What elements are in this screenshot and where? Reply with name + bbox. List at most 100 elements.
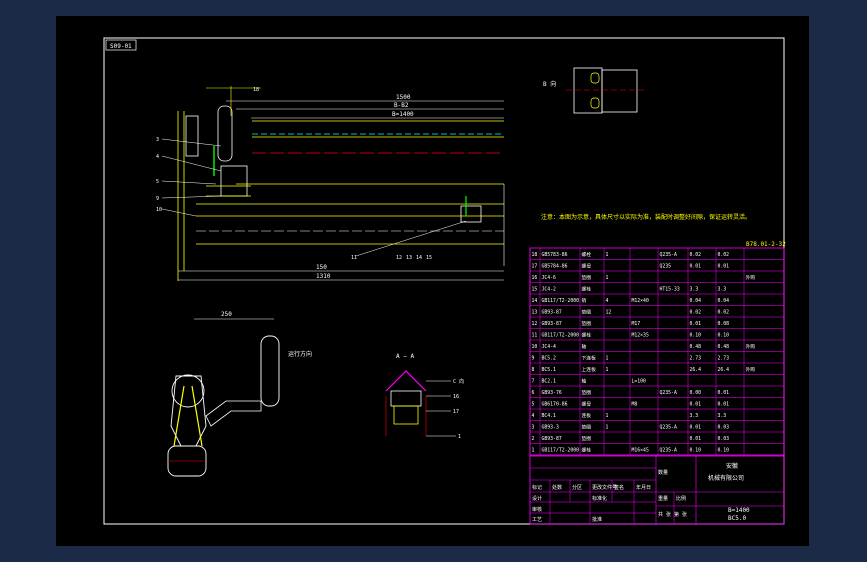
bom-cell-mat: L=100 <box>632 379 647 385</box>
tb-part-name: B=1400 <box>728 507 750 514</box>
tb-company: 安徽 <box>726 462 738 470</box>
tb-h-date: 年月日 <box>636 484 651 491</box>
bom-cell-qty: 1 <box>606 413 609 419</box>
bom-cell-name: 螺栓 <box>582 286 592 293</box>
bom-cell-name: 轴 <box>582 343 587 350</box>
drawing-code: S09-01 <box>110 43 132 50</box>
tb-process: 工艺 <box>532 517 542 523</box>
bom-cell-wt: 0.02 <box>690 310 702 316</box>
bom-cell-total: 0.03 <box>718 425 730 431</box>
dim-b1400: B=1400 <box>392 111 414 118</box>
bom-cell-qty: 1 <box>606 275 609 281</box>
dim-1310: 1310 <box>316 273 331 280</box>
tb-h-sign: 签名 <box>614 484 624 491</box>
view-b-label: B 向 <box>543 80 556 88</box>
tb-h-file: 更改文件号 <box>592 484 617 491</box>
bom-cell-n: 2 <box>532 436 535 442</box>
code-box <box>105 39 137 51</box>
bom-cell-n: 12 <box>532 321 538 327</box>
bom-cell-total: 3.3 <box>718 413 727 419</box>
bom-cell-code: BC4.1 <box>542 413 557 419</box>
callout-16: 16 <box>453 394 459 400</box>
bom-cell-qty: 12 <box>606 310 612 316</box>
bom-cell-qty: 1 <box>606 367 609 373</box>
bom-cell-n: 7 <box>532 379 535 385</box>
bom-cell-code: GB5784-86 <box>542 264 568 270</box>
bom-cell-wt: 0.04 <box>690 298 702 304</box>
bom-cell-n: 1 <box>532 448 535 454</box>
bom-cell-mat: M16×45 <box>632 448 649 454</box>
bom-cell-note: 外购 <box>746 343 756 350</box>
side-view-caption: 运行方向 <box>288 350 312 358</box>
bom-cell-n: 4 <box>532 413 535 419</box>
bom-cell-name: 垫圈 <box>582 435 592 442</box>
bom-cell-n: 15 <box>532 287 538 293</box>
bom-cell-wt: 0.01 <box>690 402 702 408</box>
bom-cell-total: 0.01 <box>718 264 730 270</box>
bom-cell-wt: 0.48 <box>690 344 702 350</box>
bom-cell-name: 螺母 <box>582 401 592 408</box>
tb-weight: 重量 <box>658 495 668 502</box>
drawing-border <box>103 37 785 525</box>
bom-cell-std: Q235-A <box>660 425 677 431</box>
bom-cell-total: 2.73 <box>718 356 730 362</box>
bom-cell-total: 3.3 <box>718 287 727 293</box>
tb-qty: 数量 <box>658 469 668 476</box>
bom-cell-qty: 4 <box>606 298 609 304</box>
bom-cell-total: 26.4 <box>718 367 730 373</box>
tb-h-count: 处数 <box>552 484 562 491</box>
tb-h-mark: 标记 <box>532 484 542 491</box>
bom-cell-mat: M12×40 <box>632 298 649 304</box>
view-a-section: A — A C 向 16 17 1 <box>385 353 464 440</box>
bom-cell-name: 垫圈 <box>582 274 592 281</box>
bom-cell-wt: 0.01 <box>690 321 702 327</box>
drawing-note: 注意：本图为示意，具体尺寸以实际为准，装配时调整好间隙，保证运转灵活。 <box>541 213 751 221</box>
bom-cell-wt: 0.01 <box>690 436 702 442</box>
dim-150: 150 <box>316 264 327 271</box>
dim-1500: 1500 <box>396 94 411 101</box>
tb-approve: 批准 <box>592 516 602 523</box>
bom-cell-mat: M17 <box>632 321 641 327</box>
tb-drawing-no: BC5.0 <box>728 515 746 522</box>
bom-cell-n: 13 <box>532 310 538 316</box>
bom-cell-total: 0.10 <box>718 448 730 454</box>
bom-cell-code: BC5.1 <box>542 367 557 373</box>
bom-cell-qty: 1 <box>606 425 609 431</box>
bom-cell-std: Q235-A <box>660 390 677 396</box>
callout-10: 10 <box>156 207 162 213</box>
bom-cell-n: 5 <box>532 402 535 408</box>
title-block: 标记 处数 分区 更改文件号 签名 年月日 设计 审核 工艺 标准化 批准 数量… <box>529 455 785 525</box>
bom-cell-total: 0.02 <box>718 252 730 258</box>
bom-cell-name: 螺栓 <box>582 447 592 454</box>
bom-cell-n: 18 <box>532 252 538 258</box>
bom-cell-std: Q235 <box>660 264 672 270</box>
bom-cell-wt: 2.73 <box>690 356 702 362</box>
bom-cell-code: GB117/T2-2000 <box>542 298 580 304</box>
bom-cell-n: 10 <box>532 344 538 350</box>
bom-cell-std: Q235-A <box>660 448 677 454</box>
bom-cell-std: Q235-A <box>660 252 677 258</box>
callout-4: 4 <box>156 154 159 160</box>
bom-cell-wt: 0.10 <box>690 333 702 339</box>
bom-cell-code: GB93-76 <box>542 390 562 396</box>
callout-13: 13 <box>406 255 412 261</box>
bom-cell-n: 6 <box>532 390 535 396</box>
bom-cell-n: 3 <box>532 425 535 431</box>
bom-cell-name: 连板 <box>582 412 592 419</box>
bom-cell-mat: M12×35 <box>632 333 649 339</box>
bom-cell-total: 0.01 <box>718 402 730 408</box>
bom-cell-name: 垫圈 <box>582 389 592 396</box>
view-a-label: A — A <box>396 353 414 360</box>
callout-18: 18 <box>253 87 259 93</box>
callout-1: 1 <box>458 434 461 440</box>
bom-cell-wt: 0.02 <box>690 252 702 258</box>
bom-cell-total: 0.48 <box>718 344 730 350</box>
bom-cell-total: 0.03 <box>718 436 730 442</box>
front-view: 1500 B-B2 B=1400 150 1 <box>156 86 505 281</box>
bom-cell-n: 8 <box>532 367 535 373</box>
bom-cell-code: JC4-2 <box>542 287 557 293</box>
bom-cell-code: BC5.2 <box>542 356 557 362</box>
bom-cell-std: HT15-33 <box>660 287 680 293</box>
